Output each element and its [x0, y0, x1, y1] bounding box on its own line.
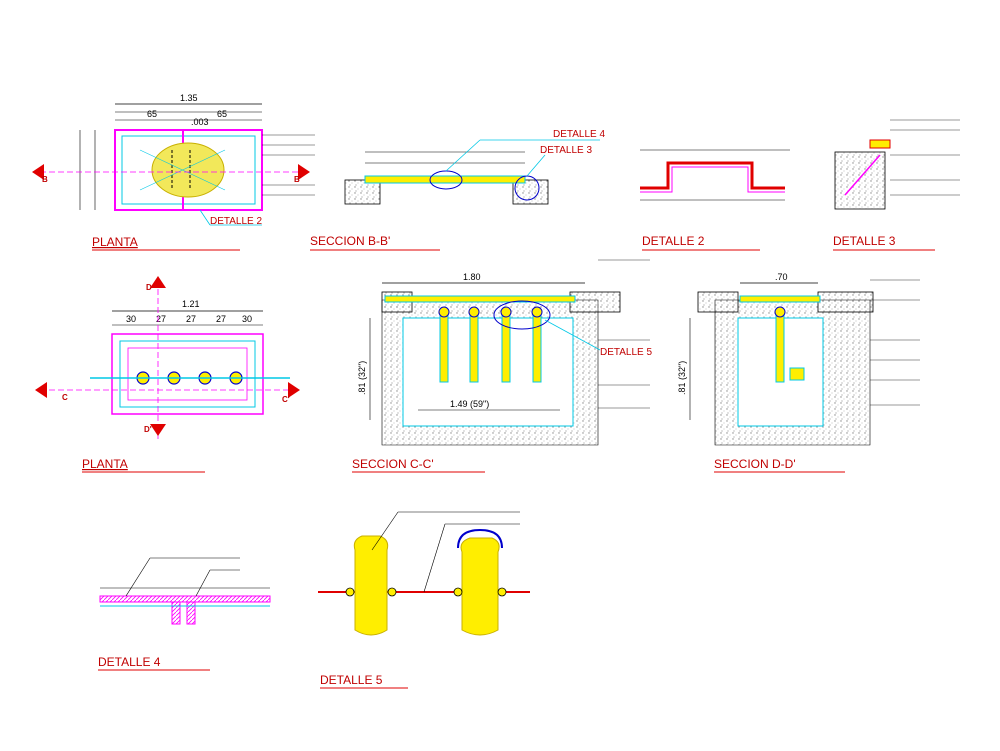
section-arrow-c-right-icon [288, 382, 300, 398]
detail-2-title: DETALLE 2 [642, 234, 705, 248]
detail-3-title: DETALLE 3 [833, 234, 896, 248]
section-bb-drawing: DETALLE 4 DETALLE 3 [344, 129, 605, 205]
plan-1-callout-detalle-2: DETALLE 2 [210, 216, 262, 227]
section-cc-dim-top: 1.80 [463, 272, 481, 282]
plan-2-dim-top: 1.21 [182, 299, 200, 309]
plan-1-dim-right: 65 [217, 109, 227, 119]
section-bb-title: SECCION B-B' [310, 234, 390, 248]
section-dd-drawing: .70 .81 (32") [677, 272, 920, 446]
detail-5-drawing [318, 511, 530, 636]
section-dd-dim-top: .70 [775, 272, 788, 282]
section-cc-dim-bottom: 1.49 (59") [450, 399, 489, 409]
plan-2-dim-2: 27 [186, 314, 196, 324]
plan-2-sec-c-right: C' [282, 395, 290, 404]
section-arrow-c-left-icon [35, 382, 47, 398]
plan-2-sec-d-top: D [146, 283, 152, 292]
section-cc-callout-detalle-5: DETALLE 5 [600, 347, 652, 358]
section-arrow-d-top-icon [150, 276, 166, 288]
plan-1-sec-b-left: B [42, 175, 48, 184]
plan-1-sec-b-right: B' [294, 175, 302, 184]
section-arrow-d-bottom-icon [150, 424, 166, 436]
plan-2-dim-4: 30 [242, 314, 252, 324]
plan-2-dim-3: 27 [216, 314, 226, 324]
plan-2-sec-d-bottom: D' [144, 425, 152, 434]
section-arrow-left-icon [32, 164, 44, 180]
plan-2-sec-c-left: C [62, 393, 68, 402]
section-cc-dim-left: .81 (32") [357, 361, 367, 395]
section-arrow-right-icon [298, 164, 310, 180]
section-cc-drawing: 1.80 DETALLE 5 1.49 (59") .81 (32") [357, 259, 652, 446]
detail-5-title: DETALLE 5 [320, 673, 383, 687]
plan-1-dim-left: 65 [147, 109, 157, 119]
plan-1-drawing: 1.35 65 65 .003 B B' DETALLE 2 [32, 93, 315, 227]
plan-2-dim-1: 27 [156, 314, 166, 324]
plan-1-title: PLANTA [92, 235, 138, 249]
section-bb-callout-detalle-3: DETALLE 3 [540, 145, 592, 156]
plan-2-dim-0: 30 [126, 314, 136, 324]
plan-2-drawing: 1.21 30 27 27 27 30 C C' D D' [35, 276, 300, 440]
detail-4-title: DETALLE 4 [98, 655, 161, 669]
section-cc-title: SECCION C-C' [352, 457, 434, 471]
section-bb-callout-detalle-4: DETALLE 4 [553, 129, 605, 140]
section-dd-dim-left: .81 (32") [677, 361, 687, 395]
section-dd-title: SECCION D-D' [714, 457, 796, 471]
detail-3-drawing [834, 119, 960, 210]
plan-1-dim-top: 1.35 [180, 93, 198, 103]
plan-1-dim-003: .003 [191, 117, 209, 127]
detail-4-drawing [99, 557, 271, 625]
detail-2-drawing [640, 149, 790, 201]
plan-2-title: PLANTA [82, 457, 128, 471]
